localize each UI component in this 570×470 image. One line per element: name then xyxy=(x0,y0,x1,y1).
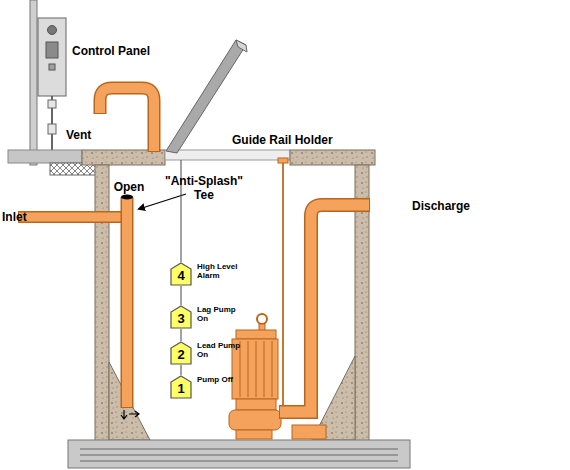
top-slab xyxy=(290,150,375,165)
tee-pipe xyxy=(122,198,132,407)
hatch-lid-edge xyxy=(236,40,247,52)
callout-number: 1 xyxy=(170,382,192,396)
tee-opening xyxy=(121,195,133,200)
callout-number: 2 xyxy=(170,348,192,362)
ground-slab xyxy=(8,150,82,163)
part-label: Discharge xyxy=(412,199,502,213)
motor-fins xyxy=(240,341,272,397)
guide-rail xyxy=(282,160,284,418)
slab-line xyxy=(80,449,398,450)
discharge-elbow-base xyxy=(292,425,326,439)
well-wall xyxy=(95,165,109,442)
junction-box xyxy=(48,100,56,108)
float-body xyxy=(171,376,191,398)
callout-number: 3 xyxy=(170,312,192,326)
seal-fitting xyxy=(48,124,56,134)
vent-pipe xyxy=(100,88,154,151)
base-slab xyxy=(68,440,410,468)
discharge-pipe-outline xyxy=(279,205,370,412)
inlet-pipe-outline xyxy=(18,211,127,223)
part-label: Open xyxy=(112,180,146,194)
float-switch: 1Pump Off xyxy=(170,375,192,399)
hatch-frame xyxy=(165,150,290,160)
pump-cap xyxy=(236,330,276,339)
part-label: Vent xyxy=(66,128,106,142)
slab-line xyxy=(80,455,398,456)
panel-button xyxy=(49,64,55,70)
float-body xyxy=(171,306,191,328)
float-body xyxy=(171,342,191,364)
float-cable xyxy=(181,286,182,305)
float-label: Lag Pump On xyxy=(197,305,241,323)
flow-arrow xyxy=(129,411,139,417)
float-body xyxy=(171,263,191,285)
float-label: Lead Pump On xyxy=(197,341,241,359)
guide-rail-holder xyxy=(278,158,288,163)
tee-pipe-outline xyxy=(121,197,134,408)
pump-foot xyxy=(236,430,272,439)
part-label: Guide Rail Holder xyxy=(232,133,362,147)
float-switch: 3Lag Pump On xyxy=(170,305,192,329)
panel-switch xyxy=(46,42,58,58)
leader-line xyxy=(139,194,186,209)
panel-light xyxy=(48,26,57,35)
part-label: Control Panel xyxy=(72,44,182,58)
pump-seal-housing xyxy=(236,399,276,410)
lifting-eye xyxy=(257,314,267,324)
float-switch: 4High Level Alarm xyxy=(170,262,192,286)
flow-arrow xyxy=(121,410,127,419)
inlet-pipe xyxy=(19,213,127,222)
float-cable xyxy=(181,329,182,341)
vent-pipe-outline xyxy=(100,88,154,152)
float-cable xyxy=(181,365,182,375)
building-wall xyxy=(30,0,37,165)
float-label: High Level Alarm xyxy=(197,262,241,280)
control-panel-box xyxy=(38,18,66,96)
part-label: Inlet xyxy=(2,210,42,224)
float-label: Pump Off xyxy=(197,375,241,384)
slab-line xyxy=(80,461,398,462)
float-switch: 2Lead Pump On xyxy=(170,341,192,365)
part-label: "Anti-Splash" Tee xyxy=(158,174,250,202)
top-slab xyxy=(82,150,165,165)
callout-number: 4 xyxy=(170,269,192,283)
pump-volute xyxy=(229,410,281,430)
discharge-pipe xyxy=(280,205,369,412)
